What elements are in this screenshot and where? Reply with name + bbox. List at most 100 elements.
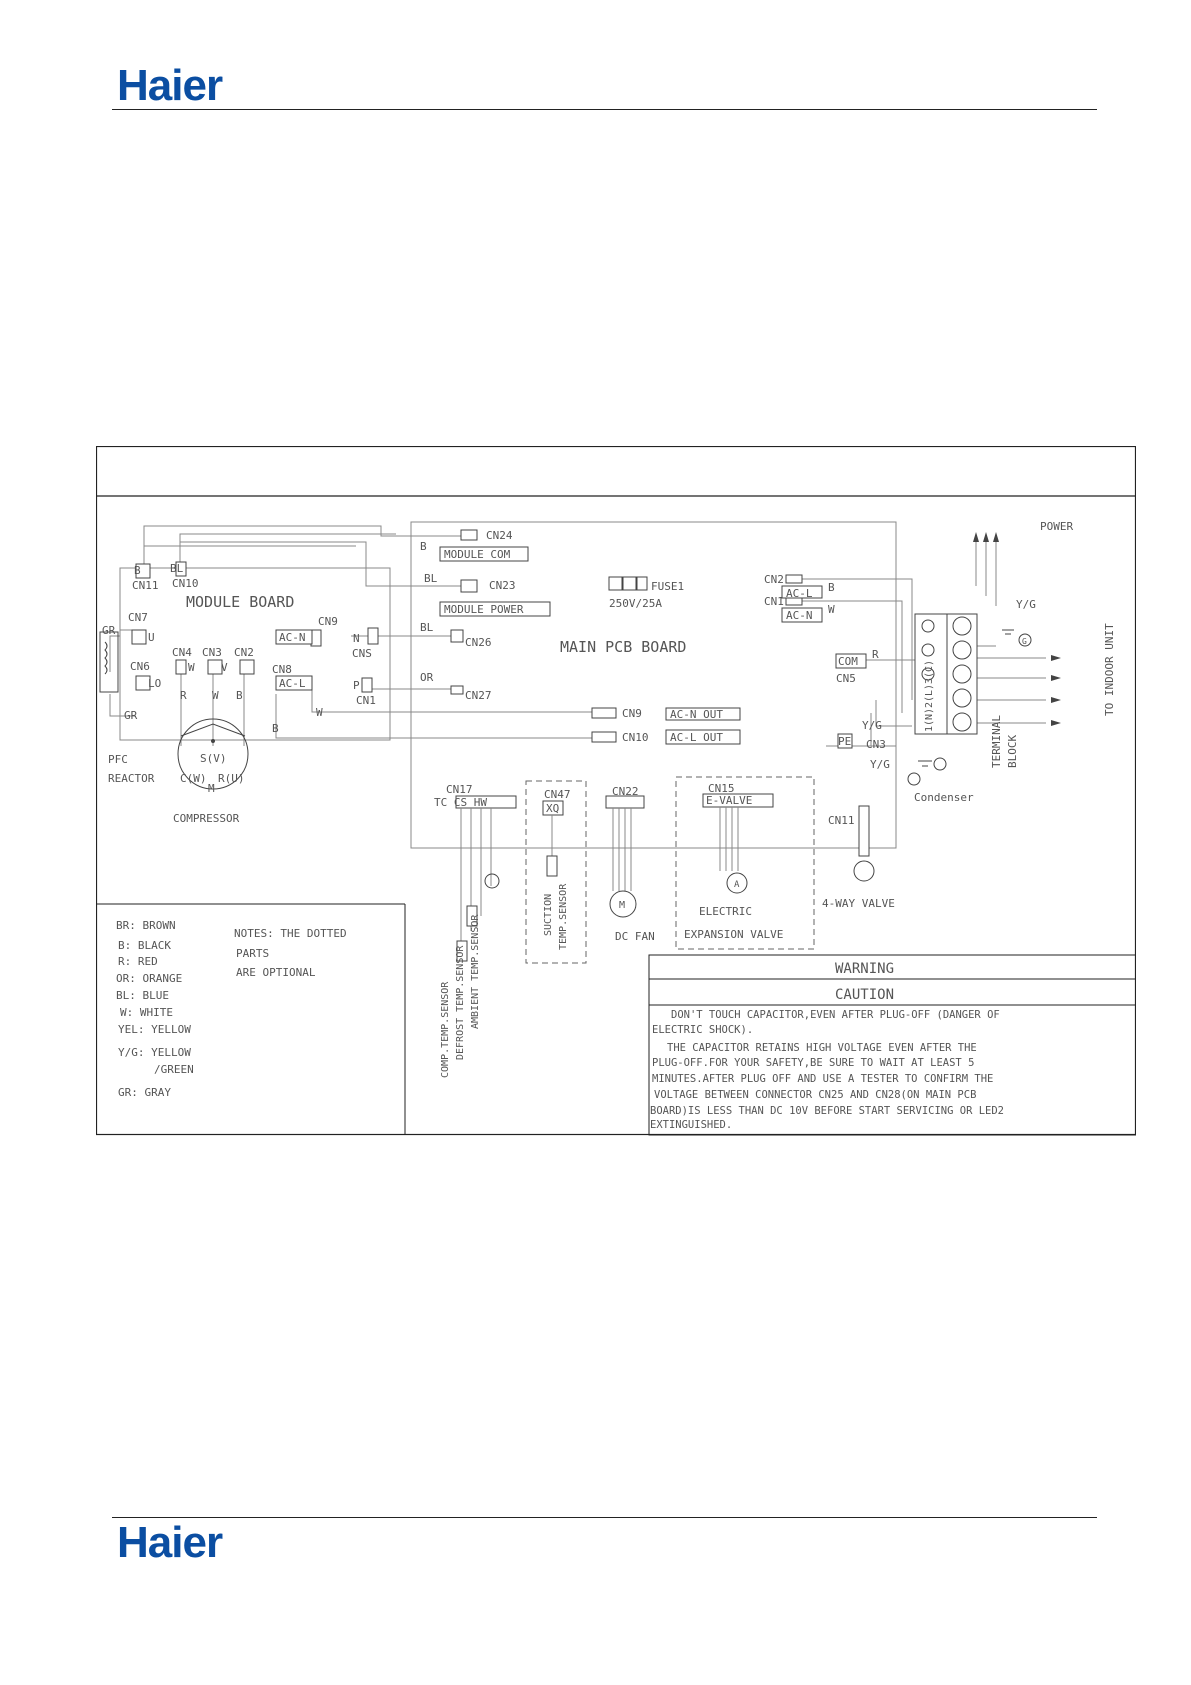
cn47-label: CN47 [544, 788, 571, 801]
wire-b3-label: B [828, 581, 835, 594]
power-label: POWER [1040, 520, 1073, 533]
suction-temp-sensor-label: TEMP.SENSOR [558, 883, 569, 950]
warning-line: DON'T TOUCH CAPACITOR,EVEN AFTER PLUG-OF… [671, 1009, 1000, 1021]
cn3-main-label: CN3 [866, 738, 886, 751]
cn2-main-label: CN2 [764, 573, 784, 586]
electric-label: ELECTRIC [699, 905, 752, 918]
pe-label: PE [838, 735, 851, 748]
legend-item: BR: BROWN [116, 919, 176, 932]
legend-item: R: RED [118, 955, 158, 968]
cn10-main-label: CN10 [622, 731, 649, 744]
legend-item: Y/G: YELLOW [118, 1046, 191, 1059]
e-valve-label: E-VALVE [706, 794, 752, 807]
defrost-temp-sensor-label: DEFROST TEMP.SENSOR [455, 945, 466, 1060]
legend-item: /GREEN [154, 1063, 194, 1076]
wire-bl1-label: BL [424, 572, 438, 585]
terminal-block [921, 616, 972, 732]
sensor-harnesses [456, 805, 875, 962]
cn2-label: CN2 [234, 646, 254, 659]
cn9-label: CN9 [318, 615, 338, 628]
notes-line: PARTS [236, 947, 269, 960]
connectors [131, 529, 978, 816]
ac-l-label: AC-L [786, 587, 813, 600]
warning-line: PLUG-OFF.FOR YOUR SAFETY,BE SURE TO WAIT… [652, 1057, 974, 1069]
yg1-label: Y/G [1016, 598, 1036, 611]
expansion-valve-optional-box [675, 776, 815, 950]
terminal-label: TERMINAL [990, 715, 1003, 768]
module-board-label: MODULE BOARD [186, 593, 294, 611]
wire-b-label: B [236, 689, 243, 702]
wire-gr1-label: GR [102, 624, 116, 637]
v-label: V [221, 661, 228, 674]
warning-line: VOLTAGE BETWEEN CONNECTOR CN25 AND CN28(… [654, 1089, 976, 1101]
suction-label: SUCTION [543, 894, 554, 936]
notes-line: NOTES: THE DOTTED [234, 927, 347, 940]
warning-title: WARNING [835, 961, 894, 977]
n-label: N [353, 632, 360, 645]
yg2-label: Y/G [862, 719, 882, 732]
wire-r2-label: R [872, 648, 879, 661]
diagram-frame [96, 446, 1136, 1136]
mod-ac-l-label: AC-L [279, 677, 306, 690]
mod-ac-n-label: AC-N [279, 631, 306, 644]
to-indoor-unit-label: TO INDOOR UNIT [1103, 623, 1116, 716]
compressor-symbol [177, 718, 249, 790]
cn11-label: CN11 [132, 579, 159, 592]
cn6-label: CN6 [130, 660, 150, 673]
cn5-label: CN5 [836, 672, 856, 685]
legend-item: B: BLACK [118, 939, 171, 952]
legend-item: YEL: YELLOW [118, 1023, 191, 1036]
wire-bl2-label: BL [420, 621, 434, 634]
legend-item: W: WHITE [120, 1006, 173, 1019]
g-label: G [1022, 637, 1027, 646]
cns-label: CNS [352, 647, 372, 660]
cn3-label: CN3 [202, 646, 222, 659]
cn24-label: CN24 [486, 529, 513, 542]
cn27-label: CN27 [465, 689, 492, 702]
warning-line: ELECTRIC SHOCK). [652, 1024, 753, 1036]
terminal-3c-label: 3(C) [924, 660, 935, 684]
ground-symbols [907, 629, 1032, 786]
cn23-label: CN23 [489, 579, 516, 592]
suction-sensor-optional-box [525, 780, 587, 964]
cn9-main-label: CN9 [622, 707, 642, 720]
cn11-main-label: CN11 [828, 814, 855, 827]
wire-w2-label: W [316, 706, 323, 719]
warning-line: MINUTES.AFTER PLUG OFF AND USE A TESTER … [652, 1073, 993, 1085]
xq-label: XQ [546, 802, 559, 815]
cn22-label: CN22 [612, 785, 639, 798]
fuse-rating-label: 250V/25A [609, 597, 662, 610]
wire-b1-label: B [420, 540, 427, 553]
bl-cn10-wire-label: BL [170, 562, 184, 575]
wire-gr2-label: GR [124, 709, 138, 722]
compressor-label: COMPRESSOR [173, 812, 240, 825]
fan-m-label: M [619, 900, 625, 911]
w-label: W [188, 661, 195, 674]
four-way-valve-label: 4-WAY VALVE [822, 897, 895, 910]
wiring-diagram: MODULE BOARD MAIN PCB BOARD CN24 MODULE … [96, 446, 1136, 1136]
arrow-marks [973, 532, 1061, 726]
caution-title: CAUTION [835, 987, 894, 1003]
ac-l-out-label: AC-L OUT [670, 731, 723, 744]
wire-or-label: OR [420, 671, 434, 684]
valve-a-label: A [734, 880, 740, 890]
u-label: U [148, 631, 155, 644]
wire-w3-label: W [828, 603, 835, 616]
warning-line: BOARD)IS LESS THAN DC 10V BEFORE START S… [650, 1105, 1004, 1117]
cn15-label: CN15 [708, 782, 735, 795]
expansion-valve-label: EXPANSION VALVE [684, 928, 783, 941]
legend-item: BL: BLUE [116, 989, 169, 1002]
block-label: BLOCK [1006, 735, 1019, 768]
warning-line: EXTINGUISHED. [650, 1119, 732, 1131]
fuse1-label: FUSE1 [651, 580, 684, 593]
warning-box [648, 954, 1136, 1136]
haier-logo-top: Haier [117, 61, 223, 110]
cn7-label: CN7 [128, 611, 148, 624]
reactor-label: REACTOR [108, 772, 155, 785]
cn10-label: CN10 [172, 577, 199, 590]
terminal-2l-label: 2(L) [924, 684, 935, 708]
footer-rule [112, 1517, 1097, 1518]
tc-cs-hw-label: TC CS HW [434, 796, 487, 809]
ac-n-label: AC-N [786, 609, 813, 622]
compressor-r-u-label: R(U) [218, 772, 245, 785]
